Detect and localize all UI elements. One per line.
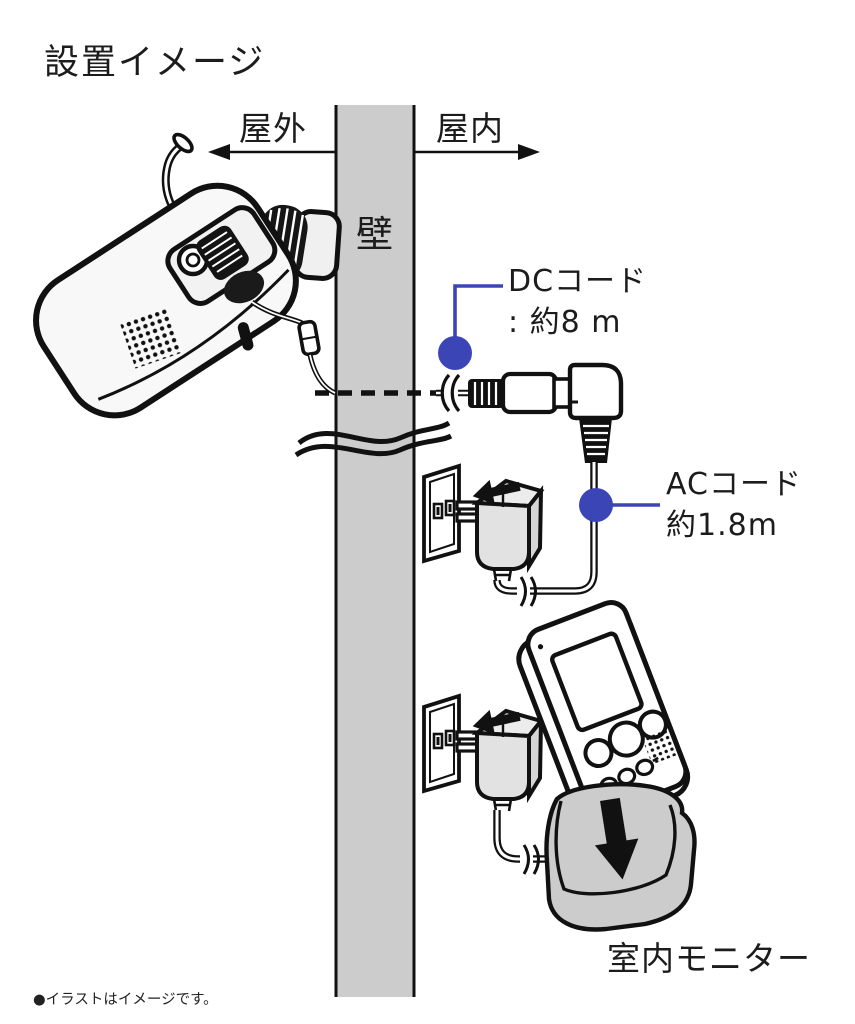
indoor-monitor-label: 室内モニター bbox=[607, 939, 811, 978]
dock-direction-arrow-icon bbox=[594, 797, 639, 880]
ac-outlet-upper bbox=[422, 463, 545, 582]
indoor-monitor-illustration bbox=[516, 600, 691, 828]
monitor-power-cord bbox=[493, 810, 570, 875]
charging-stand-illustration bbox=[544, 782, 697, 932]
monitor-speaker-grille-icon bbox=[641, 727, 678, 765]
ac-outlet-lower bbox=[422, 693, 545, 812]
outdoor-label: 屋外 bbox=[239, 109, 307, 148]
indoor-label: 屋内 bbox=[436, 109, 504, 148]
dc-cord-marker-dot bbox=[438, 336, 472, 370]
ac-cord-cable bbox=[493, 462, 598, 607]
ac-cord-label: ACコード 約1.8m bbox=[666, 464, 802, 546]
footnote: ●イラストはイメージです。 bbox=[33, 992, 218, 1008]
dc-cord-label: DCコード : 約8 m bbox=[508, 261, 647, 343]
ac-cord-marker-dot bbox=[579, 488, 613, 522]
dc-cord-callout bbox=[438, 284, 503, 370]
dc-cord-label-line2: : 約8 m bbox=[508, 305, 622, 340]
outdoor-camera-illustration bbox=[33, 132, 342, 419]
ac-adapter-icon bbox=[471, 478, 545, 582]
dc-cord-label-line1: DCコード bbox=[508, 264, 648, 299]
outdoor-direction-arrow bbox=[208, 144, 336, 160]
l-plug-icon bbox=[567, 362, 624, 463]
dc-cord-cable bbox=[315, 362, 624, 463]
page-title: 設置イメージ bbox=[44, 43, 266, 83]
plug-direction-arrow-icon bbox=[472, 709, 521, 735]
wall-label: 壁 bbox=[356, 213, 393, 256]
cable-slack-wave bbox=[294, 420, 453, 458]
wall-band bbox=[334, 105, 416, 997]
monitor-screen bbox=[550, 631, 644, 733]
plug-direction-arrow-icon bbox=[472, 479, 521, 505]
ac-cord-label-line1: ACコード bbox=[666, 467, 802, 502]
indoor-direction-arrow bbox=[414, 144, 540, 160]
dc-plug-icon bbox=[468, 371, 574, 415]
speaker-grille-icon bbox=[119, 307, 181, 369]
ac-cord-callout bbox=[579, 488, 660, 522]
ac-cord-label-line2: 約1.8m bbox=[666, 508, 778, 543]
